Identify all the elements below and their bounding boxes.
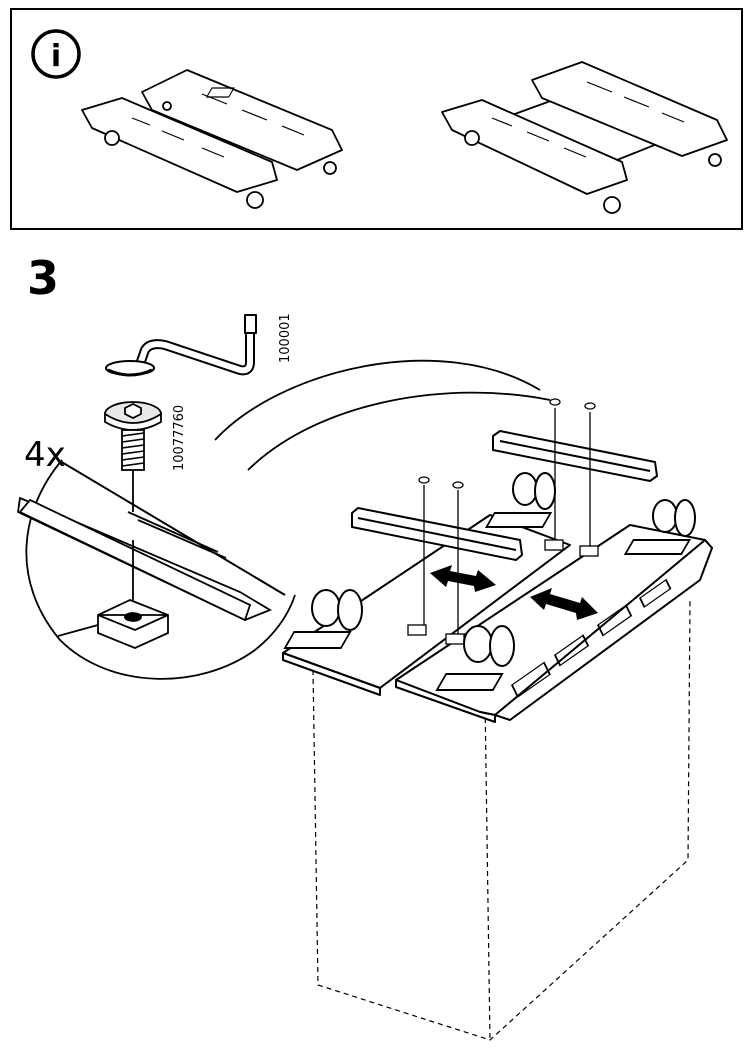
- svg-text:i: i: [51, 39, 61, 74]
- rails: [351, 430, 658, 561]
- frames-together-illustration: [81, 69, 343, 209]
- screw-guides: [407, 398, 599, 645]
- frames-apart-illustration: [441, 61, 728, 214]
- step-number: 3: [27, 251, 60, 305]
- double-arrow-icon: [430, 565, 496, 592]
- info-icon: i: [31, 29, 81, 79]
- screw-icon: [104, 401, 162, 471]
- quantity-label: 4x: [24, 435, 66, 475]
- double-arrow-icon: [530, 588, 598, 620]
- info-panel: i: [10, 8, 743, 230]
- cabinet-outline: [312, 599, 691, 1041]
- allen-key-icon: [105, 314, 257, 377]
- caster-wheels: [283, 472, 696, 691]
- detail-magnifier: [17, 359, 551, 680]
